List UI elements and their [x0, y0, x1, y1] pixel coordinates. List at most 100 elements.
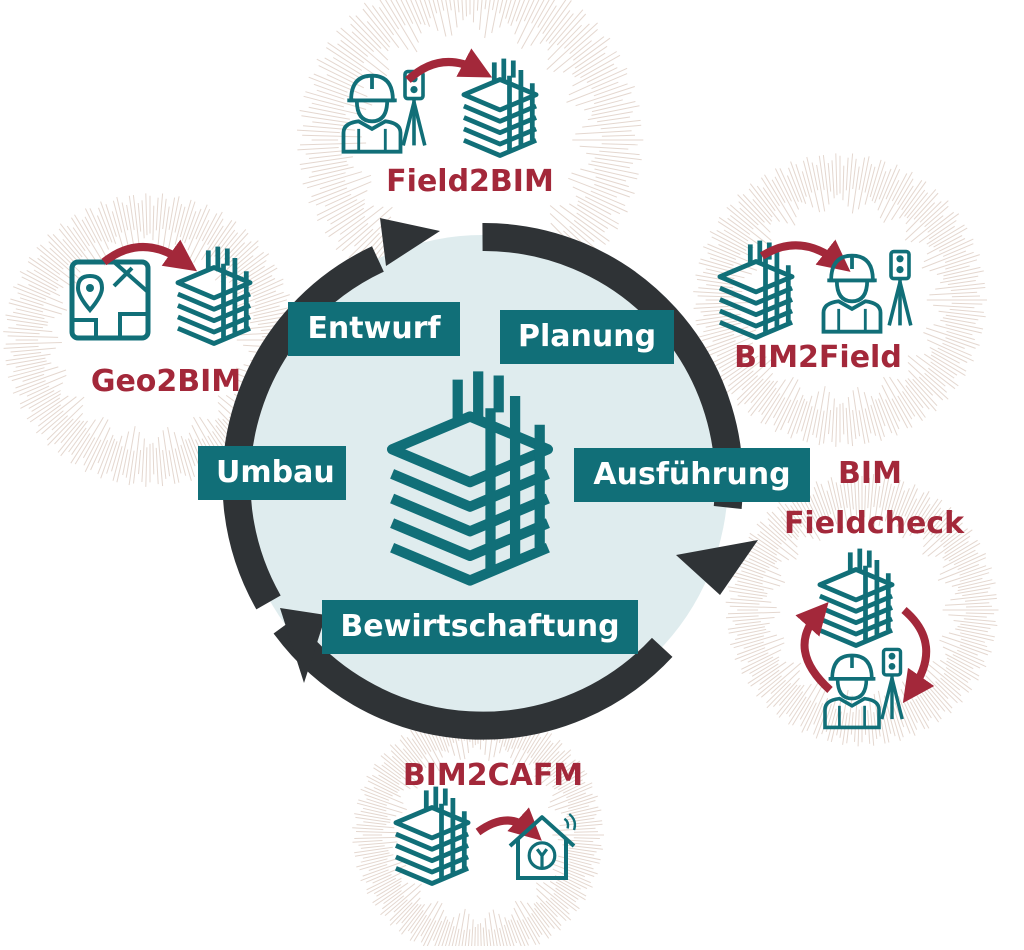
burst-ray: [560, 805, 590, 814]
burst-ray: [522, 919, 537, 946]
burst-ray: [903, 702, 918, 730]
burst-ray: [905, 385, 924, 409]
burst-ray: [703, 322, 742, 333]
burst-ray: [432, 916, 447, 950]
burst-ray: [770, 679, 786, 694]
burst-ray: [395, 897, 421, 925]
burst-ray: [514, 900, 541, 945]
burst-ray: [13, 286, 47, 300]
burst-ray: [935, 529, 973, 558]
burst-ray: [756, 185, 776, 212]
burst-ray: [19, 374, 67, 396]
burst-ray: [316, 58, 360, 83]
burst-ray: [6, 357, 46, 366]
burst-ray: [933, 324, 973, 336]
burst-ray: [830, 694, 843, 743]
process-bim2cafm: BIM2CAFM: [402, 758, 584, 793]
burst-ray: [428, 0, 439, 32]
burst-ray: [802, 160, 813, 193]
burst-ray: [188, 208, 202, 240]
burst-ray: [758, 387, 777, 413]
burst-ray: [373, 877, 402, 895]
burst-ray: [423, 0, 431, 19]
burst-ray: [15, 369, 67, 389]
burst-ray: [96, 215, 109, 242]
burst-ray: [730, 598, 772, 603]
burst-ray: [316, 190, 368, 216]
burst-ray: [68, 427, 87, 453]
burst-ray: [19, 297, 44, 306]
burst-ray: [5, 342, 62, 345]
burst-ray: [450, 913, 461, 950]
burst-ray: [883, 171, 913, 223]
burst-ray: [811, 162, 819, 191]
burst-ray: [364, 786, 404, 804]
burst-ray: [571, 172, 635, 194]
burst-ray: [921, 507, 942, 533]
burst-ray: [576, 212, 605, 233]
burst-ray: [549, 205, 595, 242]
burst-ray: [384, 883, 422, 916]
burst-ray: [553, 770, 585, 790]
burst-ray: [815, 701, 830, 739]
burst-ray: [366, 21, 390, 48]
burst-ray: [360, 788, 390, 801]
burst-ray: [128, 195, 135, 230]
burst-ray: [180, 435, 195, 478]
burst-ray: [420, 902, 443, 943]
burst-ray: [535, 742, 554, 766]
burst-ray: [562, 781, 586, 794]
burst-ray: [58, 228, 83, 258]
burst-ray: [575, 86, 635, 107]
bim2cafm-icons: [396, 787, 575, 884]
burst-ray: [940, 677, 962, 697]
burst-ray: [441, 0, 445, 11]
burst-ray: [852, 390, 861, 437]
burst-ray: [311, 102, 358, 115]
burst-ray: [201, 213, 218, 242]
burst-ray: [748, 536, 778, 556]
burst-ray: [750, 380, 771, 404]
burst-ray: [362, 807, 397, 817]
building-model-icon: [178, 247, 250, 344]
burst-ray: [526, 902, 552, 936]
burst-ray: [910, 492, 925, 519]
burst-ray: [935, 282, 985, 290]
burst-ray: [802, 406, 813, 441]
burst-ray: [534, 907, 550, 928]
burst-ray: [820, 483, 832, 515]
burst-ray: [896, 484, 916, 527]
burst-ray: [852, 158, 857, 190]
burst-ray: [786, 175, 799, 202]
burst-ray: [577, 204, 619, 230]
burst-ray: [6, 318, 48, 326]
burst-ray: [696, 317, 736, 326]
burst-ray: [383, 753, 420, 785]
burst-ray: [864, 163, 873, 193]
burst-ray: [551, 858, 598, 875]
burst-ray: [105, 204, 117, 237]
burst-ray: [790, 398, 806, 439]
burst-ray: [566, 786, 593, 799]
burst-ray: [313, 73, 368, 98]
burst-ray: [326, 74, 353, 87]
burst-ray: [379, 0, 400, 30]
burst-ray: [521, 736, 542, 767]
worker-icon: [341, 73, 403, 154]
burst-ray: [26, 385, 50, 397]
burst-ray: [407, 910, 424, 932]
burst-ray: [870, 404, 882, 441]
burst-ray: [801, 395, 813, 432]
burst-ray: [70, 217, 90, 247]
burst-ray: [931, 351, 967, 372]
burst-ray: [367, 780, 401, 798]
burst-ray: [568, 866, 595, 877]
burst-ray: [445, 0, 453, 36]
burst-ray: [921, 250, 967, 269]
burst-ray: [947, 280, 976, 285]
burst-ray: [355, 816, 391, 823]
burst-ray: [84, 216, 107, 258]
burst-ray: [869, 159, 882, 198]
burst-ray: [944, 539, 978, 561]
burst-ray: [937, 564, 980, 581]
